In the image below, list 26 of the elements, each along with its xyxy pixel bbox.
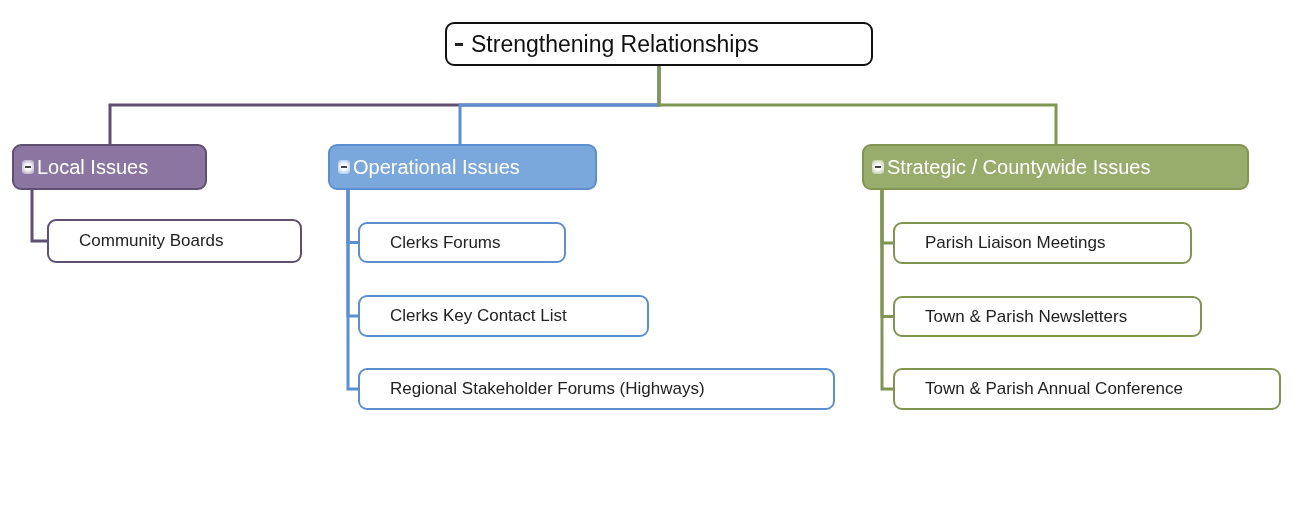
- item-box: [893, 296, 1202, 337]
- category-box: [862, 144, 1249, 190]
- topic-label: Strengthening Relationships: [471, 30, 759, 58]
- category-label: Local Issues: [37, 155, 149, 179]
- item-box: [358, 295, 649, 337]
- connector-line: [880, 190, 893, 391]
- item-box: [893, 222, 1192, 264]
- item-label: Town & Parish Newsletters: [925, 306, 1128, 327]
- item-label: Regional Stakeholder Forums (Highways): [390, 379, 705, 399]
- category-label: Strategic / Countywide Issues: [887, 155, 1151, 179]
- item-box: [893, 368, 1281, 410]
- item-label: Community Boards: [79, 231, 224, 251]
- topic-box: [445, 22, 873, 66]
- category-box: [12, 144, 207, 190]
- item-box: [358, 368, 835, 410]
- connector-line: [657, 66, 1058, 144]
- item-box: [358, 222, 566, 263]
- category-box: [328, 144, 597, 190]
- connector-line: [30, 190, 47, 243]
- item-label: Clerks Key Contact List: [390, 306, 567, 326]
- item-label: Clerks Forums: [390, 232, 501, 253]
- item-label: Town & Parish Annual Conference: [925, 379, 1183, 399]
- item-box: [47, 219, 302, 263]
- item-label: Parish Liaison Meetings: [925, 233, 1106, 253]
- category-label: Operational Issues: [353, 155, 520, 179]
- connector-line: [346, 190, 358, 391]
